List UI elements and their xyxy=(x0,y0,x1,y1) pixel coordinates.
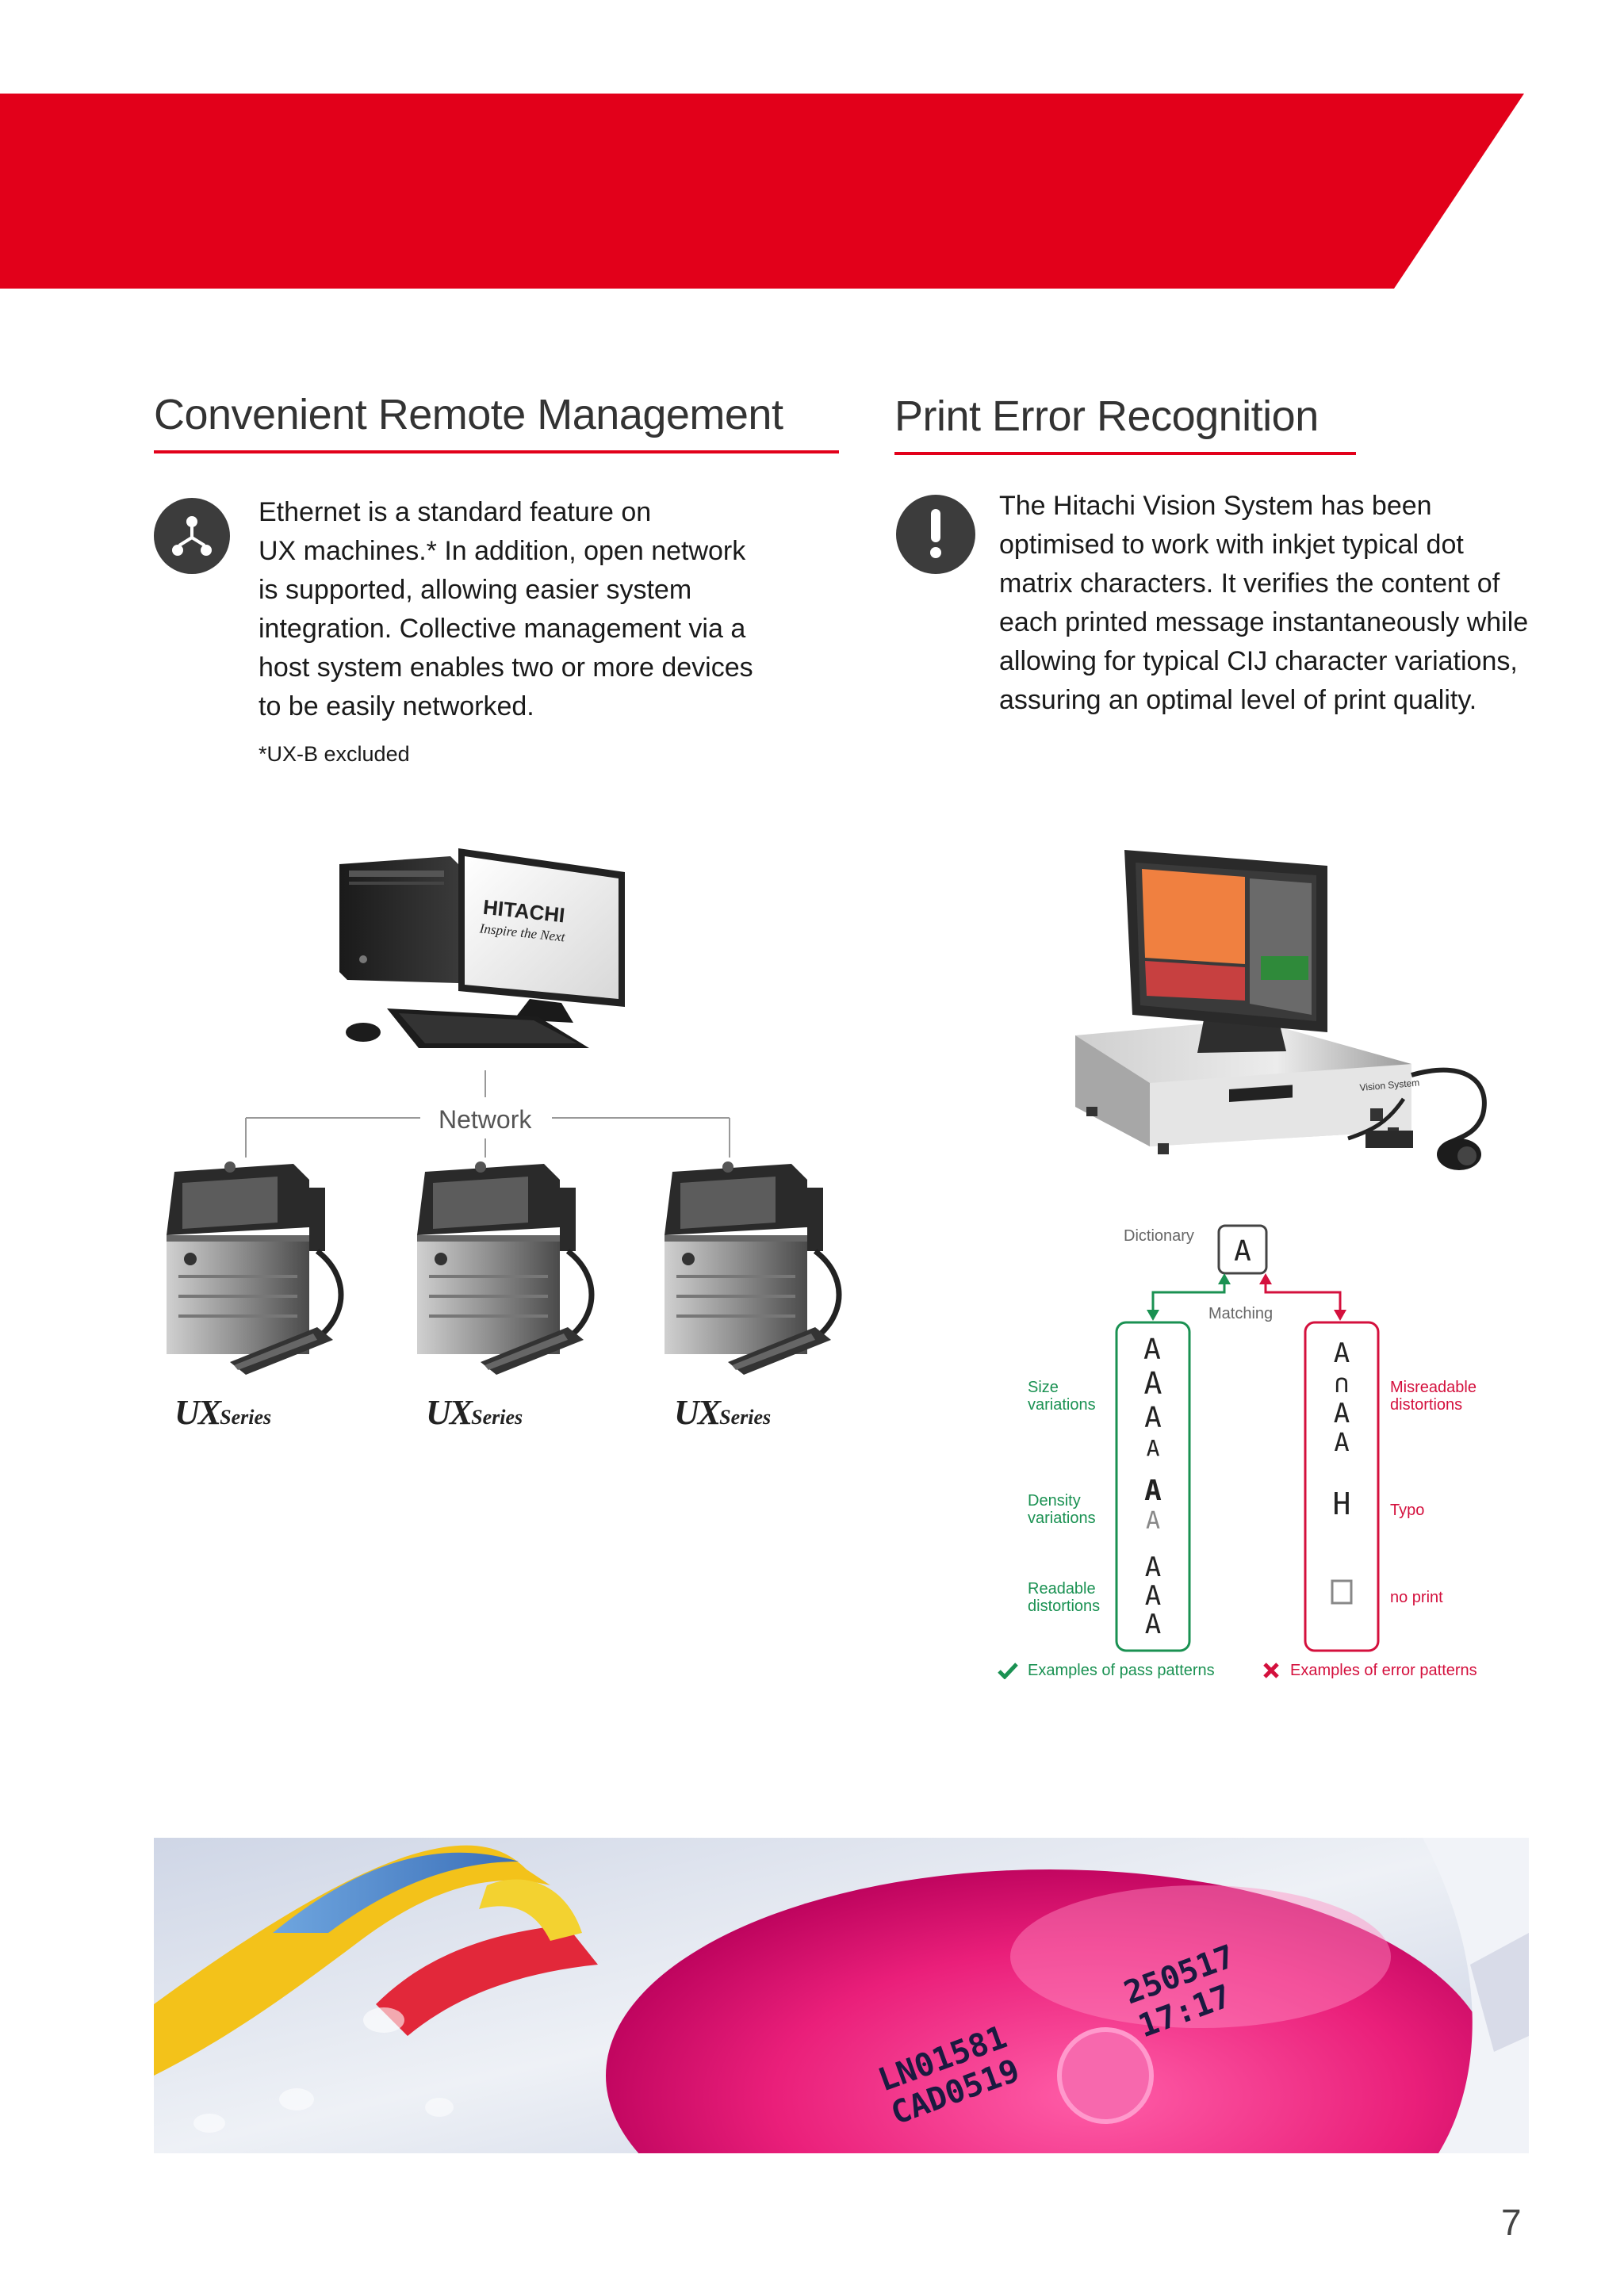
title-underline xyxy=(154,450,839,453)
network-lines xyxy=(245,1070,730,1158)
exclamation-icon xyxy=(896,495,975,574)
print-error-paragraph: The Hitachi Vision System has been optim… xyxy=(999,491,1529,715)
network-label: Network xyxy=(439,1105,532,1134)
computer-illustration: HITACHI Inspire the Next xyxy=(339,848,625,1048)
ux-printer-1 xyxy=(167,1161,344,1375)
footnote: *UX-B excluded xyxy=(259,742,410,766)
svg-text:A: A xyxy=(1144,1402,1162,1434)
vision-system-illustration: Vision System xyxy=(1075,850,1487,1170)
svg-text:A: A xyxy=(1146,1507,1160,1535)
svg-text:A: A xyxy=(1145,1552,1161,1583)
ux-series-label-3: UXSeries xyxy=(674,1393,772,1432)
section-title-remote-management: Convenient Remote Management xyxy=(154,391,783,438)
svg-text:A: A xyxy=(1144,1366,1162,1401)
title-underline xyxy=(894,452,1356,455)
svg-text:A: A xyxy=(1334,1427,1349,1457)
error-label-no-print: no print xyxy=(1390,1589,1443,1606)
section-title-print-error: Print Error Recognition xyxy=(894,392,1319,440)
dictionary-char: A xyxy=(1234,1235,1251,1268)
check-icon xyxy=(998,1663,1018,1679)
ux-printer-2 xyxy=(417,1161,595,1375)
dictionary-label: Dictionary xyxy=(1124,1227,1194,1245)
matching-diagram: A A A A A A A A A A A ∩ A A H xyxy=(1115,1224,1380,1652)
svg-text:∩: ∩ xyxy=(1334,1368,1349,1399)
error-label-typo: Typo xyxy=(1390,1502,1425,1519)
pass-legend: Examples of pass patterns xyxy=(1028,1662,1215,1679)
svg-text:A: A xyxy=(1144,1475,1162,1507)
product-photo-printed-code: LN01581 CAD0519 250517 17:17 xyxy=(154,1838,1529,2153)
page-number: 7 xyxy=(1501,2202,1522,2243)
svg-text:A: A xyxy=(1145,1580,1161,1612)
remote-management-paragraph: Ethernet is a standard feature on UX mac… xyxy=(259,497,753,721)
svg-text:A: A xyxy=(1147,1435,1160,1461)
typo-char: H xyxy=(1333,1487,1351,1521)
svg-text:A: A xyxy=(1334,1398,1350,1429)
svg-text:A: A xyxy=(1334,1337,1350,1369)
header-banner xyxy=(0,94,1524,289)
network-icon xyxy=(154,498,230,574)
cross-icon xyxy=(1263,1663,1279,1678)
matching-label: Matching xyxy=(1208,1305,1274,1322)
error-legend: Examples of error patterns xyxy=(1290,1662,1477,1679)
ux-series-label-1: UXSeries xyxy=(174,1393,272,1432)
vision-system-device-label: Vision System xyxy=(1359,1077,1420,1093)
svg-text:A: A xyxy=(1143,1334,1162,1366)
svg-text:A: A xyxy=(1145,1609,1161,1640)
ux-printer-3 xyxy=(665,1161,842,1375)
ux-series-label-2: UXSeries xyxy=(426,1393,523,1432)
